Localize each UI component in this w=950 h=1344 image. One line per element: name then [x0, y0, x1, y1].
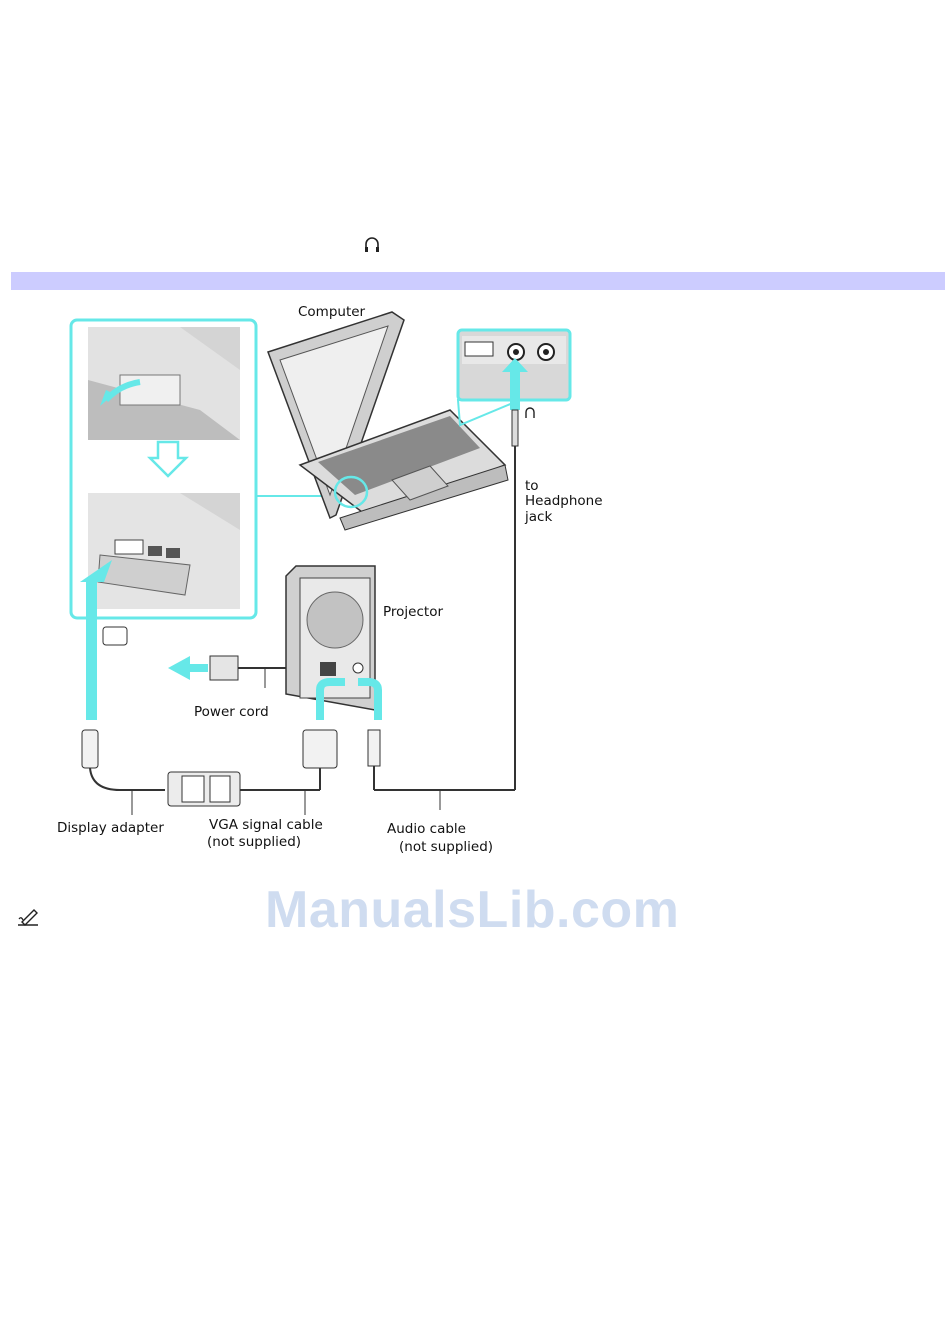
- label-jack: jack: [525, 509, 552, 525]
- projector-graphic: [286, 566, 375, 710]
- label-headphone: Headphone: [525, 493, 603, 509]
- label-display-adapter: Display adapter: [57, 820, 164, 836]
- note-pencil-icon: [16, 907, 40, 927]
- headphone-icon: [526, 408, 534, 418]
- label-to: to: [525, 478, 539, 494]
- down-arrow: [150, 442, 186, 476]
- display-adapter-plug: [82, 730, 98, 768]
- watermark: ManualsLib.com: [265, 880, 679, 940]
- label-power-cord: Power cord: [194, 704, 269, 720]
- power-arrow: [168, 656, 208, 680]
- headphone-icon: [362, 235, 382, 255]
- label-audio-line1: Audio cable: [387, 821, 466, 837]
- label-computer: Computer: [298, 304, 365, 320]
- label-projector: Projector: [383, 604, 443, 620]
- up-arrow-adapter: [86, 580, 97, 720]
- label-audio-line2: (not supplied): [399, 839, 493, 855]
- label-vga-line1: VGA signal cable: [209, 817, 323, 833]
- diagram-graphics: [0, 290, 950, 890]
- label-vga-line2: (not supplied): [207, 834, 301, 850]
- vga-connector: [303, 730, 337, 768]
- section-band: [11, 272, 945, 290]
- connection-diagram: Computer to Headphone jack Projector Pow…: [0, 290, 950, 890]
- up-arrow-headphone: [510, 370, 520, 410]
- monitor-icon: [103, 627, 127, 645]
